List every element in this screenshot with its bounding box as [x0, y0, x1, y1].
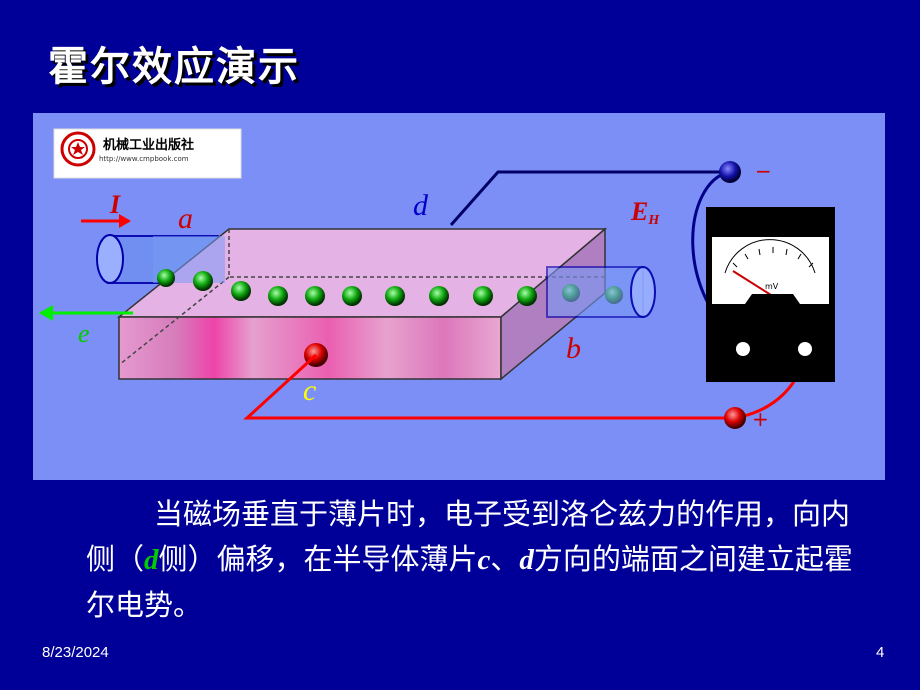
minus-terminal — [719, 161, 741, 183]
publisher-url: http://www.cmpbook.com — [99, 155, 189, 163]
explanation-paragraph: 当磁场垂直于薄片时，电子受到洛仑兹力的作用，向内侧（d侧）偏移，在半导体薄片c、… — [86, 492, 876, 628]
text-part-1: 当磁场垂直于薄片时，电子受到洛仑兹力的作用，向内侧（ — [86, 497, 851, 576]
electron-dot — [193, 271, 213, 291]
current-arrow — [81, 214, 131, 228]
meter-unit: mV — [765, 282, 779, 291]
meter-needle — [732, 270, 772, 296]
slide-title: 霍尔效应演示 — [48, 44, 300, 90]
label-c: c — [303, 374, 316, 407]
meter-terminal-left — [736, 342, 750, 356]
electron-dot — [517, 286, 537, 306]
electron-flow-arrow — [39, 305, 133, 321]
footer-date: 8/23/2024 — [42, 644, 109, 661]
text-d: d — [519, 544, 534, 576]
electron-dot — [268, 286, 288, 306]
text-separator: 、 — [490, 542, 520, 576]
text-part-3: 方向的端面之间建立起霍尔电势。 — [86, 542, 853, 622]
label-d: d — [413, 189, 429, 222]
diagram-svg: 机械工业出版社 http://www.cmpbook.com — [39, 128, 835, 431]
plus-sign: + — [752, 407, 769, 431]
electron-dot — [473, 286, 493, 306]
electron-dot — [157, 269, 175, 287]
publisher-logo: 机械工业出版社 http://www.cmpbook.com — [53, 128, 242, 179]
meter-terminal-right — [798, 342, 812, 356]
text-d-green: d — [144, 544, 159, 576]
label-current: I — [109, 190, 121, 219]
label-a: a — [178, 202, 193, 235]
label-b: b — [566, 332, 581, 365]
text-c: c — [477, 544, 491, 576]
electron-dot — [305, 286, 325, 306]
electron-dot — [342, 286, 362, 306]
electron-dot — [429, 286, 449, 306]
minus-sign: − — [755, 159, 772, 183]
electron-dot — [231, 281, 251, 301]
electron-dot — [385, 286, 405, 306]
wire-c-to-plus — [243, 353, 733, 420]
plus-terminal — [724, 407, 746, 429]
text-part-2: 侧）偏移，在半导体薄片 — [158, 542, 478, 576]
page-number: 4 — [876, 644, 885, 661]
millivoltmeter: mV — [706, 207, 835, 382]
electrode-b — [546, 266, 656, 318]
publisher-name: 机械工业出版社 — [103, 137, 194, 153]
label-electron: e — [78, 319, 90, 348]
wire-d-to-minus — [449, 170, 729, 226]
label-hall-emf: EH — [630, 197, 660, 228]
hall-effect-diagram: 机械工业出版社 http://www.cmpbook.com — [33, 113, 885, 480]
